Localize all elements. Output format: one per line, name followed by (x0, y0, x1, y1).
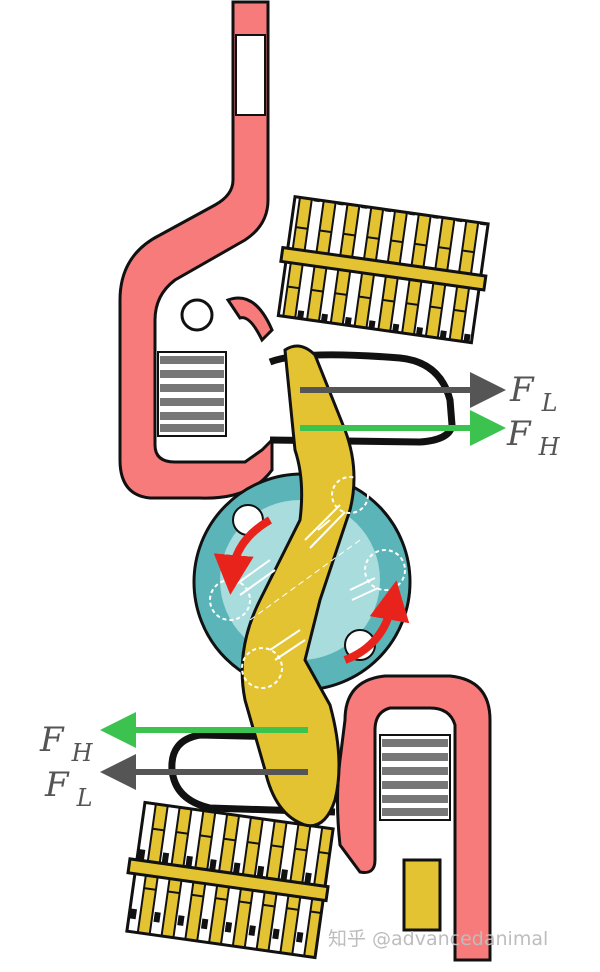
bottom-coil (379, 734, 451, 821)
watermark: 知乎 @advancedanimal (328, 928, 549, 950)
pivot-hole (180, 298, 214, 332)
top-coil (157, 351, 227, 437)
armature (240, 344, 356, 828)
bottom-lever (336, 674, 492, 962)
rotation-arrow-bottom (343, 580, 410, 664)
top-lever-hook (225, 296, 274, 343)
bottom-yellow-block (402, 858, 442, 932)
rotation-arrow-top (213, 516, 273, 595)
bottom-magnet-stack (125, 800, 335, 960)
top-magnet-stack (276, 195, 490, 345)
top-lever-window (235, 34, 266, 116)
